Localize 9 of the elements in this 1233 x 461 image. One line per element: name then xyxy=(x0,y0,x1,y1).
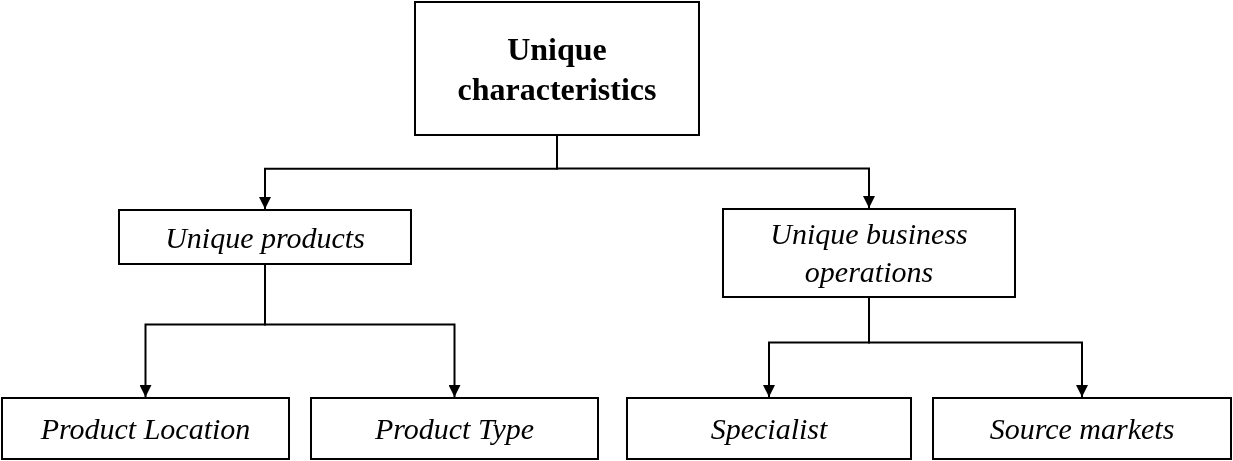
process-box: Product Type xyxy=(310,397,599,460)
process-box: Unique business operations xyxy=(722,208,1016,298)
process-box: Unique characteristics xyxy=(414,1,700,136)
arrow xyxy=(264,264,461,398)
process-box: Product Location xyxy=(1,397,290,460)
process-box: Unique products xyxy=(118,209,412,265)
process-box: Source markets xyxy=(932,397,1232,460)
arrow xyxy=(868,297,1088,398)
process-box: Specialist xyxy=(626,397,912,460)
